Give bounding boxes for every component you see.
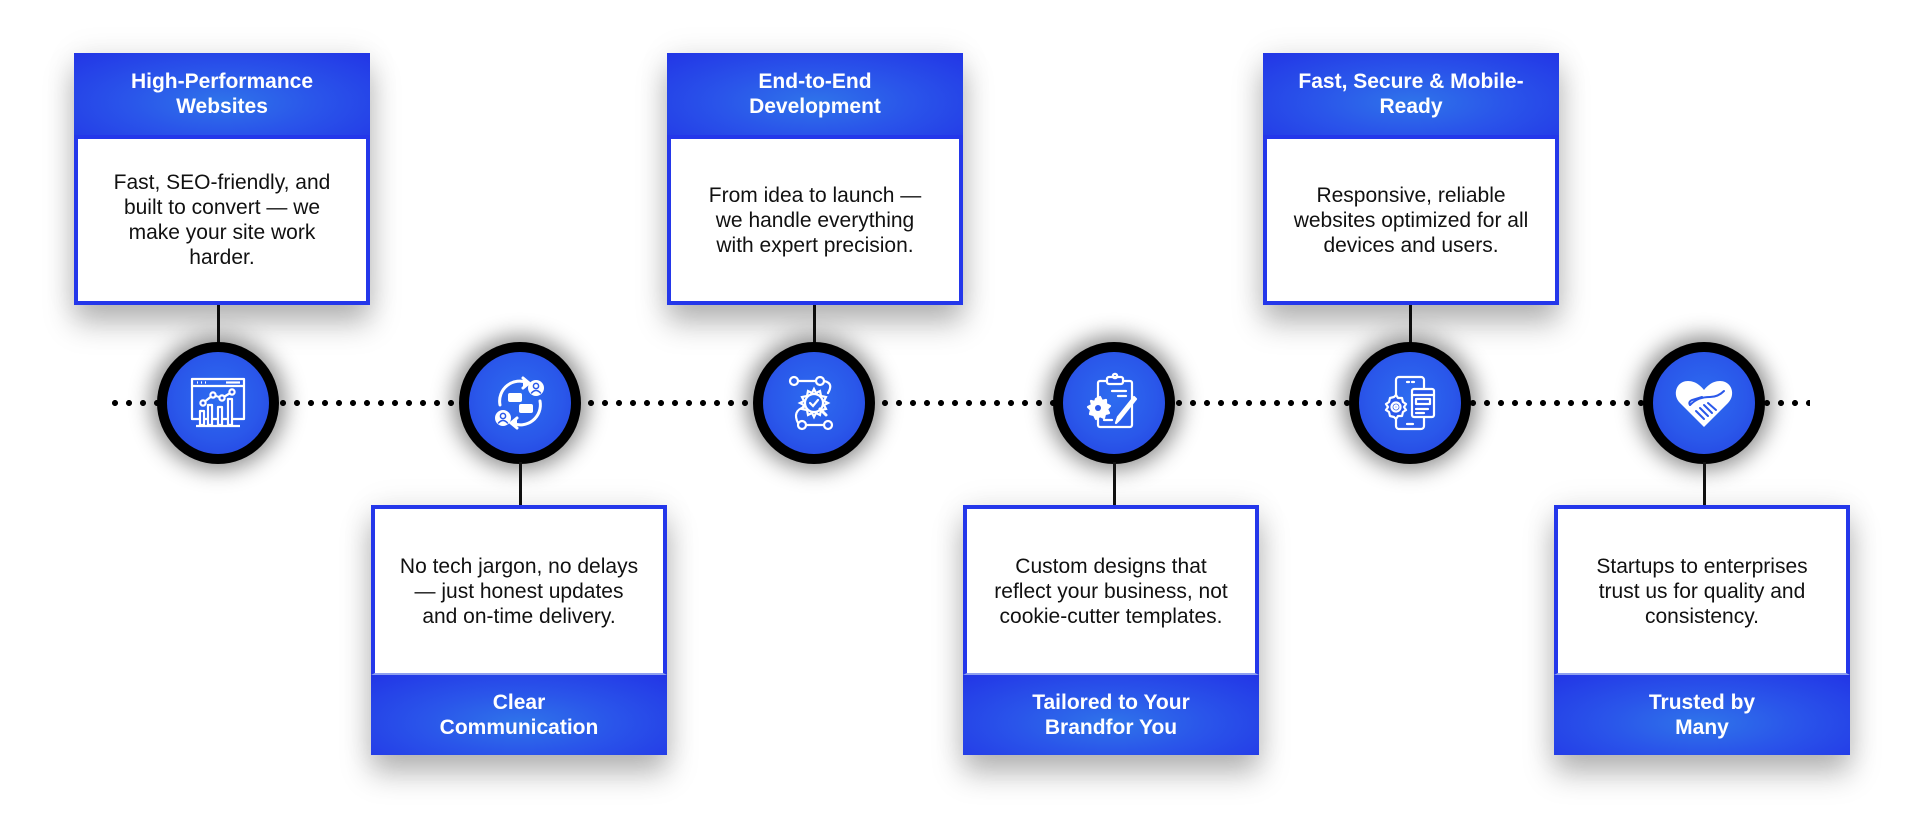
step-node-3 (753, 342, 875, 464)
step-description: Fast, SEO-friendly, and built to convert… (74, 135, 370, 305)
step-card-6: Startups to enterprises trust us for qua… (1554, 505, 1850, 755)
connector-line (813, 305, 816, 345)
connector-line (1409, 305, 1412, 345)
step-description: Startups to enterprises trust us for qua… (1554, 505, 1850, 675)
step-card-4: Custom designs that reflect your busines… (963, 505, 1259, 755)
step-description: Responsive, reliable websites optimized … (1263, 135, 1559, 305)
connector-line (519, 462, 522, 506)
step-card-3: End-to-End Development From idea to laun… (667, 53, 963, 305)
clipboard-design-icon (1086, 372, 1138, 429)
step-description: Custom designs that reflect your busines… (963, 505, 1259, 675)
connector-line (217, 305, 220, 345)
mobile-settings-icon (1384, 375, 1436, 431)
step-node-5 (1349, 342, 1471, 464)
step-card-1: High-Performance Websites Fast, SEO-frie… (74, 53, 370, 305)
step-node-1 (157, 342, 279, 464)
connector-line (1703, 462, 1706, 506)
step-card-2: No tech jargon, no delays — just honest … (371, 505, 667, 755)
step-title: Fast, Secure & Mobile-Ready (1263, 53, 1559, 135)
step-description: From idea to launch — we handle everythi… (667, 135, 963, 305)
step-card-5: Fast, Secure & Mobile-Ready Responsive, … (1263, 53, 1559, 305)
step-description: No tech jargon, no delays — just honest … (371, 505, 667, 675)
connector-line (1113, 462, 1116, 506)
step-title: Clear Communication (371, 675, 667, 755)
step-node-2 (459, 342, 581, 464)
analytics-dashboard-icon (190, 377, 246, 428)
step-node-6 (1643, 342, 1765, 464)
dotted-timeline-line (108, 400, 1810, 406)
conversation-exchange-icon (495, 376, 544, 430)
step-title: High-Performance Websites (74, 53, 370, 135)
step-node-4 (1053, 342, 1175, 464)
heart-handshake-icon (1675, 381, 1733, 427)
step-title: End-to-End Development (667, 53, 963, 135)
process-gear-icon (788, 375, 834, 431)
step-title: Trusted by Many (1554, 675, 1850, 755)
step-title: Tailored to Your Brandfor You (963, 675, 1259, 755)
